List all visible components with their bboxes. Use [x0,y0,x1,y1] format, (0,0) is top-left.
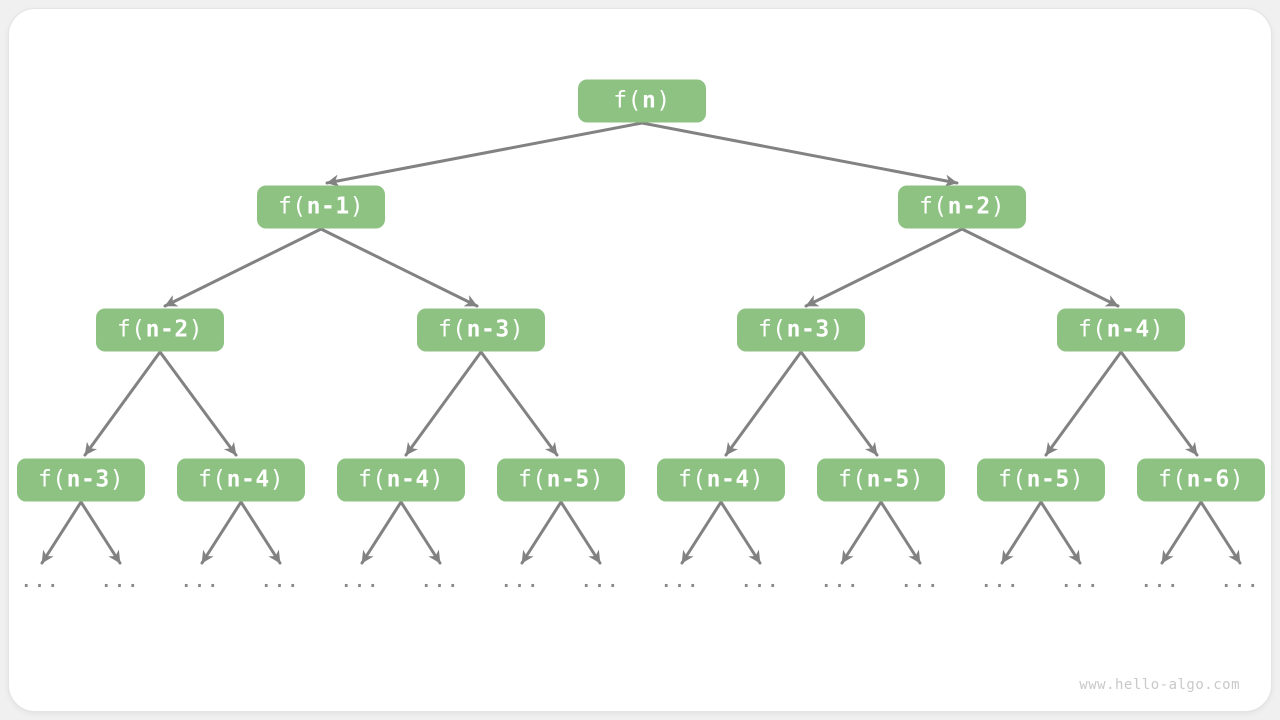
ellipsis-leaf: ... [341,571,381,592]
ellipsis-leaf: ... [21,571,61,592]
node-label-suffix: ) [109,466,125,493]
node-label-arg: n-5 [866,466,910,493]
node-label-suffix: ) [349,193,365,220]
node-label-prefix: f( [997,466,1027,493]
node-label-prefix: f( [837,466,867,493]
node-label-arg: n-4 [1106,316,1150,343]
ellipsis-leaf: ... [981,571,1021,592]
ellipsis-leaf: ... [1141,571,1181,592]
node-label-arg: n-3 [466,316,510,343]
tree-node: f(n-4) [177,458,305,502]
ellipsis-leaf: ... [181,571,221,592]
tree-node: f(n-6) [1137,458,1265,502]
node-label-suffix: ) [1149,316,1165,343]
node-label-prefix: f( [277,193,307,220]
tree-node: f(n-5) [497,458,625,502]
node-label-prefix: f( [757,316,787,343]
node-label-prefix: f( [1077,316,1107,343]
watermark: www.hello-algo.com [1079,677,1240,693]
node-label-prefix: f( [357,466,387,493]
node-label-arg: n [641,87,657,114]
node-label-prefix: f( [918,193,948,220]
node-label-suffix: ) [990,193,1006,220]
tree-node: f(n-5) [977,458,1105,502]
tree-node: f(n-4) [657,458,785,502]
node-label-prefix: f( [197,466,227,493]
tree-node: f(n) [578,79,706,123]
ellipsis-leaf: ... [661,571,701,592]
tree-node: f(n-2) [96,308,224,352]
ellipsis-leaf: ... [581,571,621,592]
node-label-arg: n-4 [226,466,270,493]
node-label-suffix: ) [1229,466,1245,493]
tree-node: f(n-3) [417,308,545,352]
node-label-suffix: ) [429,466,445,493]
tree-node: f(n-4) [1057,308,1185,352]
node-label-suffix: ) [909,466,925,493]
node-label-suffix: ) [1069,466,1085,493]
node-label-suffix: ) [188,316,204,343]
ellipsis-leaf: ... [261,571,301,592]
node-label-suffix: ) [656,87,671,114]
tree-node: f(n-2) [898,185,1026,229]
node-label-prefix: f( [613,87,642,114]
ellipsis-leaf: ... [821,571,861,592]
node-label-arg: n-4 [386,466,430,493]
node-label-arg: n-3 [66,466,110,493]
node-label-arg: n-2 [145,316,189,343]
node-label-suffix: ) [269,466,285,493]
node-label-prefix: f( [116,316,146,343]
ellipsis-leaf: ... [501,571,541,592]
node-label-suffix: ) [749,466,765,493]
node-label-suffix: ) [509,316,525,343]
node-label-arg: n-1 [306,193,350,220]
node-label-prefix: f( [677,466,707,493]
node-label-arg: n-4 [706,466,750,493]
node-label-prefix: f( [517,466,547,493]
tree-node: f(n-5) [817,458,945,502]
node-label-arg: n-3 [786,316,830,343]
node-label-suffix: ) [589,466,605,493]
node-label-prefix: f( [1157,466,1187,493]
tree-node: f(n-4) [337,458,465,502]
ellipsis-leaf: ... [1061,571,1101,592]
node-label-prefix: f( [37,466,67,493]
node-label-arg: n-2 [947,193,991,220]
node-label-arg: n-5 [1026,466,1070,493]
ellipsis-leaf: ... [901,571,941,592]
tree-node: f(n-1) [257,185,385,229]
ellipsis-leaf: ... [421,571,461,592]
node-label-suffix: ) [829,316,845,343]
node-label-prefix: f( [437,316,467,343]
ellipsis-leaf: ... [1221,571,1261,592]
tree-node: f(n-3) [737,308,865,352]
tree-node: f(n-3) [17,458,145,502]
node-label-arg: n-6 [1186,466,1230,493]
node-label-arg: n-5 [546,466,590,493]
ellipsis-leaf: ... [741,571,781,592]
ellipsis-leaf: ... [101,571,141,592]
